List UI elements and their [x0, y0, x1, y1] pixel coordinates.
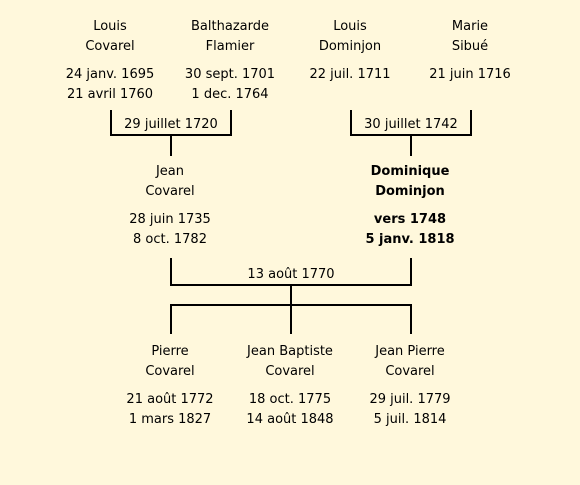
birth-date: vers 1748	[373, 212, 447, 227]
death-date: 14 août 1848	[246, 412, 334, 427]
last-name: Dominjon	[318, 39, 382, 54]
connector-line	[350, 134, 472, 136]
death-date: 8 oct. 1782	[133, 232, 207, 247]
connector-line	[170, 304, 172, 334]
person-jean-baptiste-covarel: Jean Baptiste Covarel 18 oct. 1775 14 ao…	[220, 342, 360, 430]
first-name: Jean	[155, 164, 185, 179]
person-dominique-dominjon: Dominique Dominjon vers 1748 5 janv. 181…	[340, 162, 480, 250]
connector-line	[410, 304, 412, 334]
death-date: 21 avril 1760	[66, 87, 154, 102]
birth-date: 28 juin 1735	[129, 212, 211, 227]
birth-date: 21 août 1772	[126, 392, 214, 407]
last-name: Covarel	[145, 184, 195, 199]
marriage-date: 29 juillet 1720	[124, 117, 218, 132]
person-louis-dominjon: Louis Dominjon 22 juil. 1711	[280, 17, 420, 85]
birth-date: 24 janv. 1695	[65, 67, 155, 82]
person-jean-covarel: Jean Covarel 28 juin 1735 8 oct. 1782	[100, 162, 240, 250]
first-name: Jean Baptiste	[247, 344, 333, 359]
first-name: Louis	[93, 19, 127, 34]
first-name: Marie	[451, 19, 489, 34]
last-name: Flamier	[205, 39, 255, 54]
first-name: Dominique	[370, 164, 450, 179]
connector-line	[110, 134, 232, 136]
first-name: Pierre	[151, 344, 189, 359]
marriage-date: 13 août 1770	[247, 267, 335, 282]
connector-line	[170, 284, 412, 286]
person-jean-pierre-covarel: Jean Pierre Covarel 29 juil. 1779 5 juil…	[340, 342, 480, 430]
connector-line	[290, 286, 292, 304]
last-name: Covarel	[85, 39, 135, 54]
person-marie-sibue: Marie Sibué 21 juin 1716	[400, 17, 540, 85]
last-name: Dominjon	[375, 184, 445, 199]
person-balthazarde-flamier: Balthazarde Flamier 30 sept. 1701 1 dec.…	[160, 17, 300, 105]
birth-date: 21 juin 1716	[429, 67, 511, 82]
first-name: Jean Pierre	[375, 344, 445, 359]
connector-line	[230, 110, 232, 136]
last-name: Sibué	[451, 39, 489, 54]
connector-line	[410, 136, 412, 156]
connector-line	[350, 110, 352, 136]
death-date: 5 juil. 1814	[373, 412, 447, 427]
birth-date: 22 juil. 1711	[309, 67, 391, 82]
last-name: Covarel	[265, 364, 315, 379]
death-date: 1 mars 1827	[128, 412, 212, 427]
person-louis-covarel: Louis Covarel 24 janv. 1695 21 avril 176…	[40, 17, 180, 105]
connector-line	[110, 110, 112, 136]
marriage-date: 30 juillet 1742	[364, 117, 458, 132]
connector-line	[290, 304, 292, 334]
first-name: Louis	[333, 19, 367, 34]
birth-date: 18 oct. 1775	[248, 392, 332, 407]
birth-date: 30 sept. 1701	[184, 67, 276, 82]
death-date: 1 dec. 1764	[191, 87, 269, 102]
last-name: Covarel	[145, 364, 195, 379]
birth-date: 29 juil. 1779	[369, 392, 451, 407]
first-name: Balthazarde	[191, 19, 269, 34]
connector-line	[410, 258, 412, 286]
person-pierre-covarel: Pierre Covarel 21 août 1772 1 mars 1827	[100, 342, 240, 430]
last-name: Covarel	[385, 364, 435, 379]
connector-line	[470, 110, 472, 136]
connector-line	[170, 136, 172, 156]
connector-line	[170, 258, 172, 286]
death-date: 5 janv. 1818	[365, 232, 455, 247]
